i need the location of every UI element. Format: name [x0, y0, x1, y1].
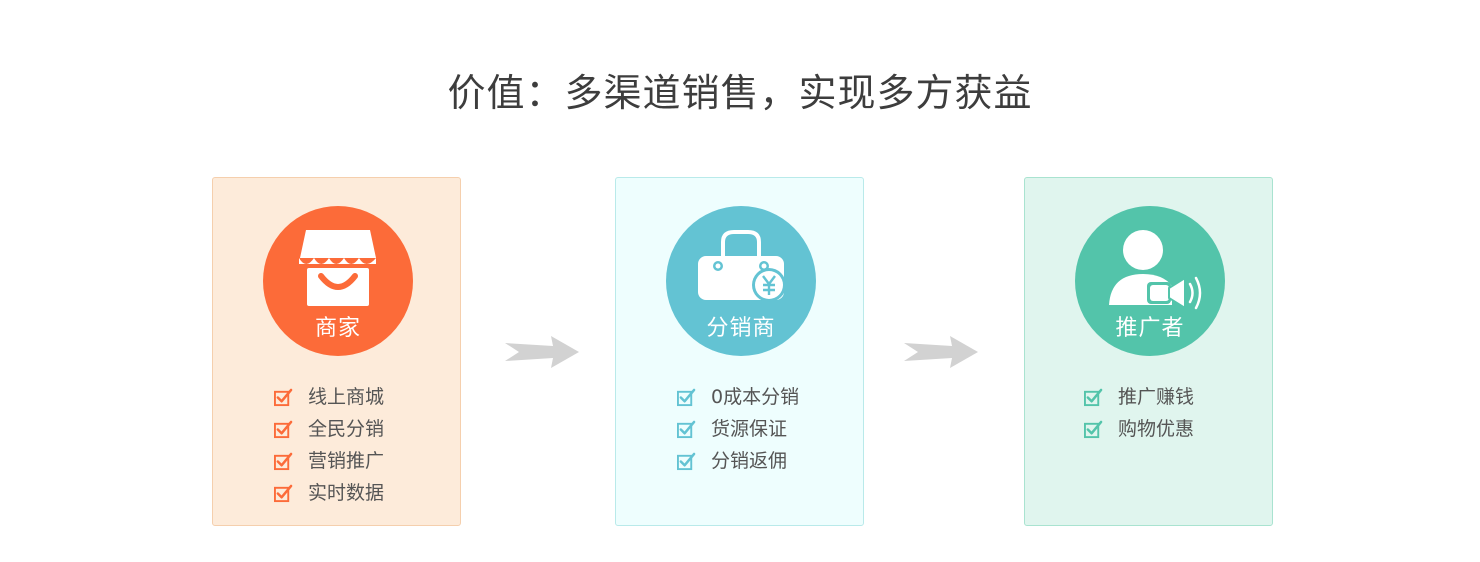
- feature-text: 实时数据: [308, 482, 385, 504]
- distributor-card: 分销商 0成本分销 货源保证 分销返佣: [615, 177, 864, 526]
- page-title: 价值：多渠道销售，实现多方获益: [447, 71, 1033, 115]
- distributor-badge: 分销商: [666, 206, 816, 356]
- feature-text: 货源保证: [711, 418, 788, 440]
- list-item: 推广赚钱: [1084, 381, 1194, 413]
- list-item: 0成本分销: [677, 381, 799, 413]
- checkbox-checked-icon: [274, 484, 293, 502]
- checkbox-checked-icon: [677, 452, 696, 470]
- arrow-right-icon: [904, 336, 978, 368]
- storefront-icon: [299, 230, 376, 306]
- list-item: 分销返佣: [677, 445, 799, 477]
- merchant-card: 商家 线上商城 全民分销 营销推广 实时数据: [212, 177, 461, 526]
- promoter-label: 推广者: [1115, 316, 1185, 341]
- merchant-badge: 商家: [263, 206, 413, 356]
- promoter-card: 推广者 推广赚钱 购物优惠: [1024, 177, 1273, 526]
- list-item: 货源保证: [677, 413, 799, 445]
- promoter-badge: 推广者: [1075, 206, 1225, 356]
- feature-text: 营销推广: [308, 450, 385, 472]
- checkbox-checked-icon: [274, 420, 293, 438]
- checkbox-checked-icon: [1084, 420, 1103, 438]
- distributor-feature-list: 0成本分销 货源保证 分销返佣: [677, 381, 799, 477]
- feature-text: 购物优惠: [1118, 418, 1195, 440]
- list-item: 线上商城: [274, 381, 384, 413]
- arrow-right-icon: [505, 336, 579, 368]
- feature-text: 全民分销: [308, 418, 385, 440]
- feature-text: 线上商城: [308, 386, 385, 408]
- checkbox-checked-icon: [1084, 388, 1103, 406]
- feature-text: 分销返佣: [711, 450, 788, 472]
- checkbox-checked-icon: [677, 420, 696, 438]
- merchant-feature-list: 线上商城 全民分销 营销推广 实时数据: [274, 381, 384, 509]
- list-item: 购物优惠: [1084, 413, 1194, 445]
- checkbox-checked-icon: [274, 388, 293, 406]
- feature-text: 0成本分销: [711, 386, 800, 408]
- promoter-feature-list: 推广赚钱 购物优惠: [1084, 381, 1194, 445]
- list-item: 全民分销: [274, 413, 384, 445]
- shopping-bag-yuan-icon: [698, 230, 786, 302]
- checkbox-checked-icon: [677, 388, 696, 406]
- list-item: 营销推广: [274, 445, 384, 477]
- list-item: 实时数据: [274, 477, 384, 509]
- person-megaphone-icon: [1109, 230, 1202, 310]
- feature-text: 推广赚钱: [1118, 386, 1195, 408]
- merchant-label: 商家: [314, 316, 361, 341]
- distributor-label: 分销商: [706, 316, 776, 341]
- checkbox-checked-icon: [274, 452, 293, 470]
